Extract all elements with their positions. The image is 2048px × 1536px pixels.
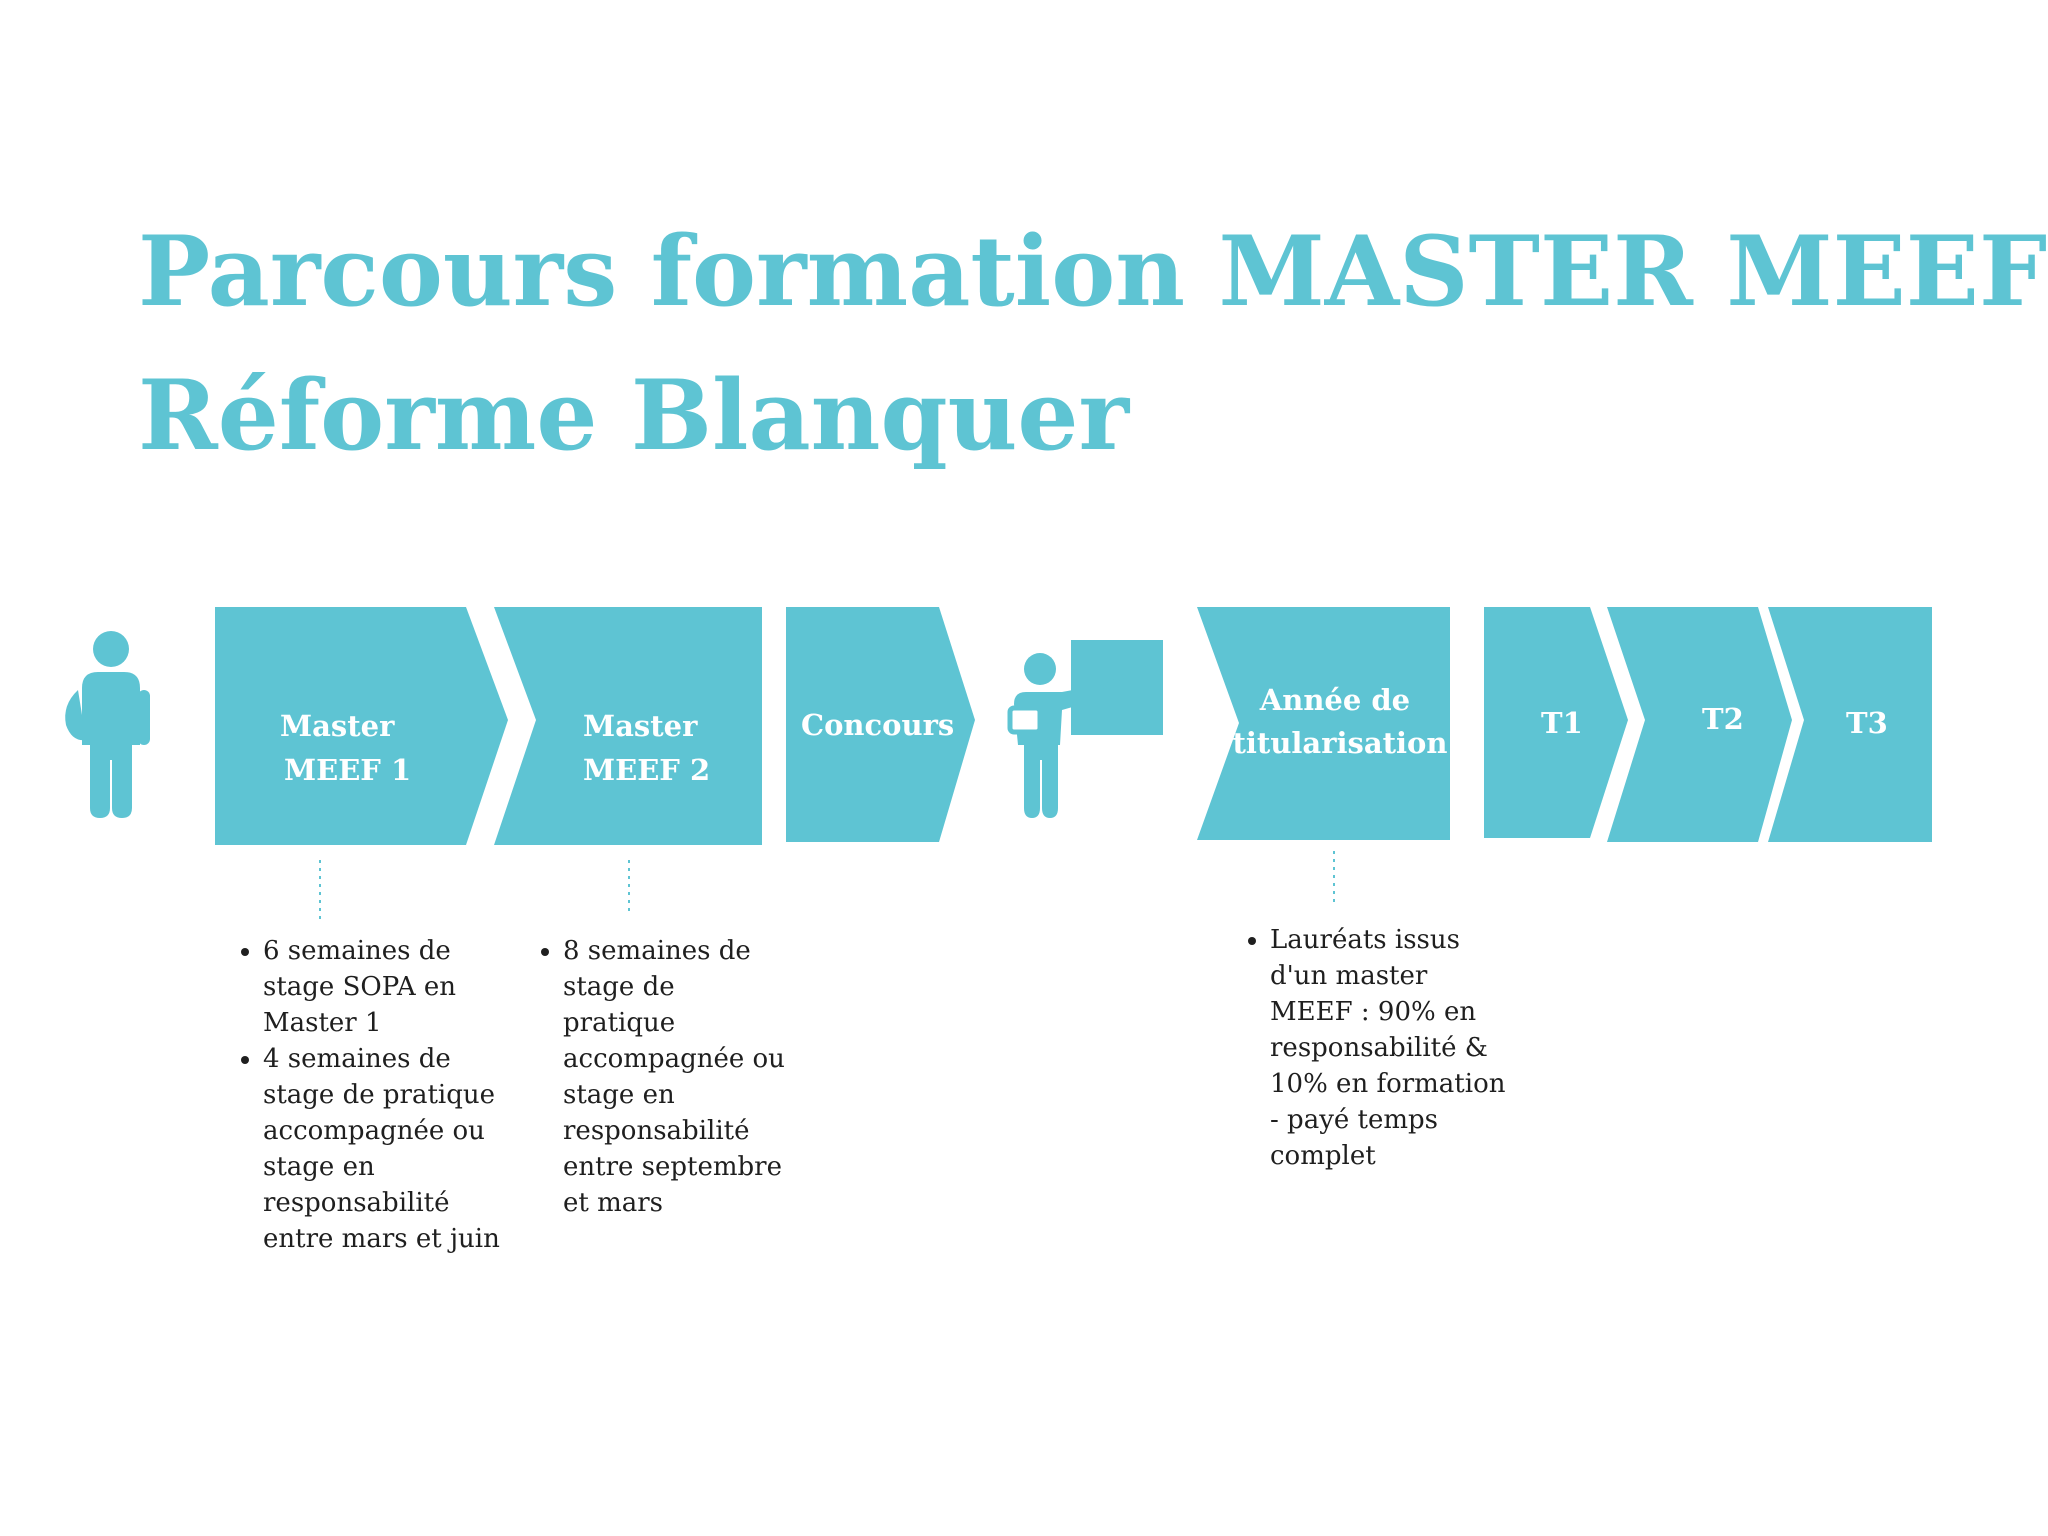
step-label-master-meef-1: Master MEEF 1	[280, 709, 411, 787]
notes-titularisation: Lauréats issus d'un master MEEF : 90% en…	[1235, 922, 1515, 1174]
notes-meef1: 6 semaines de stage SOPA en Master 1 4 s…	[228, 933, 508, 1257]
title-line-1: Parcours formation MASTER MEEF -	[138, 215, 2048, 328]
step-annee-titularisation	[1197, 607, 1450, 840]
note-meef2-item-1: 8 semaines de stage de pratique accompag…	[563, 933, 793, 1221]
step-label-t1: T1	[1541, 706, 1583, 740]
step-t3	[1768, 607, 1932, 842]
step-label-master-meef-2: Master MEEF 2	[583, 709, 710, 787]
step-label-concours: Concours	[801, 708, 954, 742]
step-master-meef-1	[215, 607, 508, 845]
step-t1	[1484, 607, 1628, 838]
title-line-2: Réforme Blanquer	[138, 359, 1130, 472]
step-t2	[1607, 607, 1792, 842]
notes-meef2: 8 semaines de stage de pratique accompag…	[528, 933, 793, 1221]
step-master-meef-2	[494, 607, 762, 845]
step-label-t2: T2	[1702, 702, 1744, 736]
step-concours	[786, 607, 975, 842]
note-meef1-item-2: 4 semaines de stage de pratique accompag…	[263, 1041, 508, 1257]
teacher-board-icon	[1007, 640, 1163, 818]
step-label-annee-titularisation: Année de titularisation	[1233, 683, 1448, 760]
student-icon	[65, 631, 150, 818]
note-titularisation-item-1: Lauréats issus d'un master MEEF : 90% en…	[1270, 922, 1515, 1174]
note-meef1-item-1: 6 semaines de stage SOPA en Master 1	[263, 933, 508, 1041]
step-label-t3: T3	[1846, 706, 1888, 740]
page-title: Parcours formation MASTER MEEF - Réforme…	[138, 200, 2048, 488]
